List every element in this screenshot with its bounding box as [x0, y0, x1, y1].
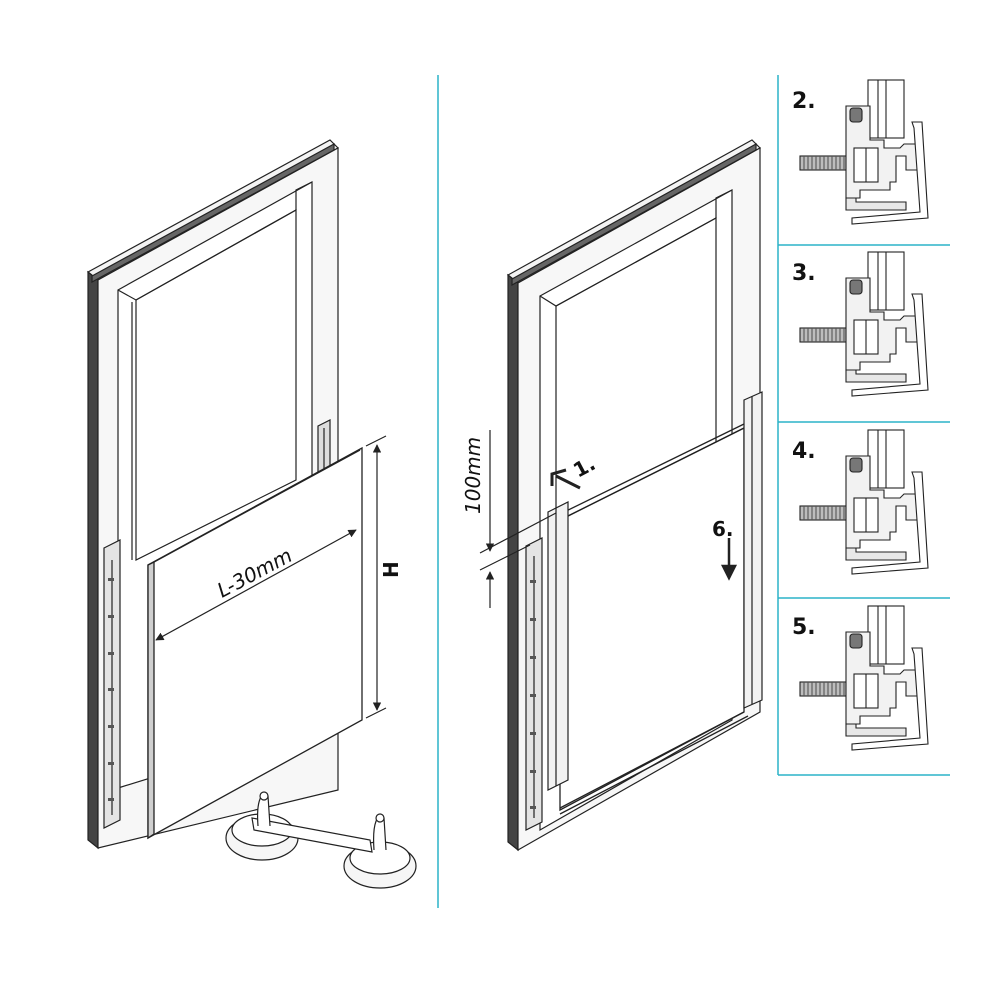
width-dimension	[155, 529, 357, 641]
glazing-bead-right	[743, 391, 763, 709]
step-6-label: 6.	[712, 517, 734, 541]
offset-dimension	[479, 430, 557, 608]
height-label: H	[379, 561, 403, 578]
detail-column	[777, 75, 950, 776]
detail-step-label: 3.	[792, 261, 816, 286]
profile-detail-step-5: 5.	[792, 605, 929, 751]
profile-section-icon	[799, 79, 929, 225]
height-dimension	[365, 435, 387, 719]
detail-step-label: 2.	[792, 89, 816, 114]
detail-step-label: 5.	[792, 615, 816, 640]
down-arrow-icon	[720, 538, 738, 581]
detail-step-label: 4.	[792, 439, 816, 464]
up-arrow-icon	[550, 468, 581, 490]
profile-section-icon	[799, 251, 929, 397]
profile-detail-step-2: 2.	[792, 79, 929, 225]
profile-detail-step-3: 3.	[792, 251, 929, 397]
left-door-illustration: L-30mm H	[86, 139, 417, 889]
profile-detail-step-4: 4.	[792, 429, 929, 575]
offset-label: 100mm	[461, 437, 485, 514]
profile-section-icon	[799, 605, 929, 751]
middle-door-illustration: 100mm 1. 6.	[461, 139, 763, 852]
glazing-bead-left	[547, 501, 569, 791]
suction-lifter-icon	[225, 791, 417, 889]
profile-section-icon	[799, 429, 929, 575]
